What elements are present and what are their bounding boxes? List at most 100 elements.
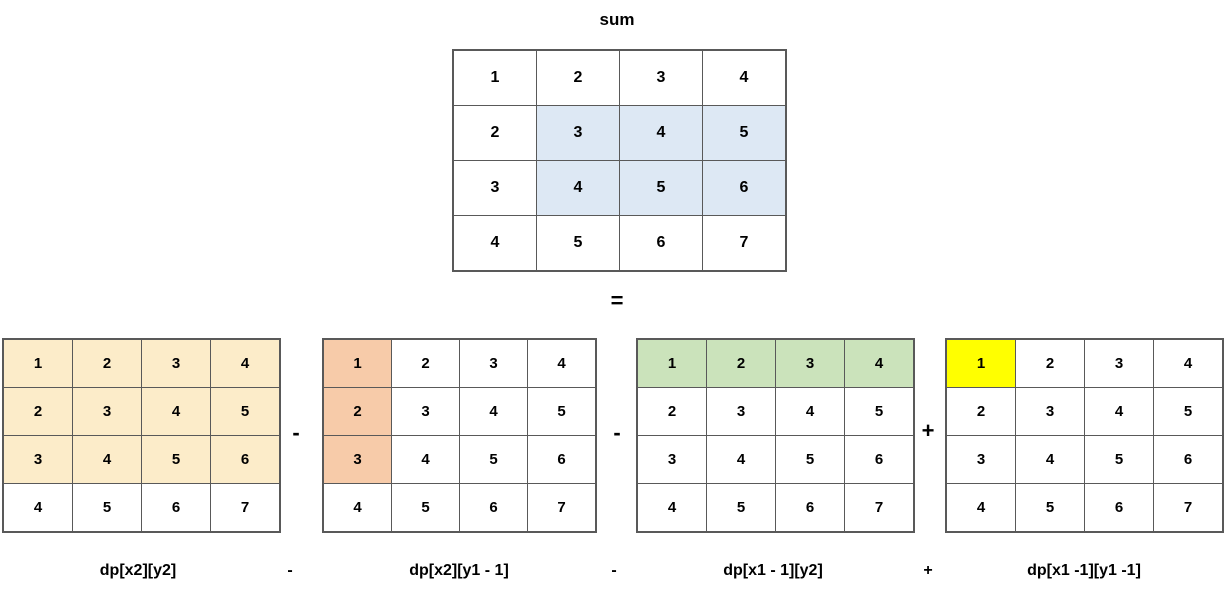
term-grid-3-cell-r3-c4: 6 — [1153, 435, 1224, 484]
term-grid-2-cell-r2-c3: 4 — [775, 387, 845, 436]
term-grid-3-cell-r1-c2: 2 — [1015, 338, 1085, 388]
term-grid-3-cell-r1-c4: 4 — [1153, 338, 1224, 388]
caption-plus-operator-1: + — [923, 562, 933, 579]
term-grid-3-cell-r3-c2: 4 — [1015, 435, 1085, 484]
sum-grid-cell-r1-c1: 1 — [452, 49, 537, 106]
caption-dp-x1-minus-1-y1-minus-1: dp[x1 -1][y1 -1] — [1027, 562, 1141, 579]
term-grid-2-cell-r4-c4: 7 — [844, 483, 915, 533]
term-grid-2-cell-r2-c1: 2 — [636, 387, 707, 436]
term-grid-1-cell-r2-c2: 3 — [391, 387, 460, 436]
sum-grid-cell-r2-c1: 2 — [452, 105, 537, 161]
minus-operator-2: - — [613, 420, 621, 445]
plus-operator-1: + — [921, 418, 935, 443]
sum-grid-cell-r2-c4: 5 — [702, 105, 787, 161]
term-grid-1-cell-r4-c3: 6 — [459, 483, 528, 533]
term-grid-3-cell-r2-c2: 3 — [1015, 387, 1085, 436]
term-grid-1-cell-r3-c1: 3 — [322, 435, 392, 484]
caption-dp-x1-minus-1-y2: dp[x1 - 1][y2] — [723, 562, 823, 579]
sum-grid-cell-r1-c2: 2 — [536, 49, 620, 106]
sum-grid-cell-r4-c3: 6 — [619, 215, 703, 272]
caption-minus-operator-2: - — [611, 562, 617, 579]
term-grid-2-cell-r4-c3: 6 — [775, 483, 845, 533]
minus-operator-1: - — [292, 420, 300, 445]
term-grid-3-cell-r3-c3: 5 — [1084, 435, 1154, 484]
term-grid-3-cell-r1-c1: 1 — [945, 338, 1016, 388]
term-grid-0-cell-r4-c2: 5 — [72, 483, 142, 533]
caption-dp-x2-y2: dp[x2][y2] — [99, 562, 177, 579]
term-grid-0-cell-r3-c3: 5 — [141, 435, 211, 484]
term-grid-0-cell-r4-c1: 4 — [2, 483, 73, 533]
term-grid-0-cell-r4-c4: 7 — [210, 483, 281, 533]
term-grid-0-cell-r3-c2: 4 — [72, 435, 142, 484]
term-grid-1-cell-r3-c3: 5 — [459, 435, 528, 484]
term-grid-2-cell-r2-c2: 3 — [706, 387, 776, 436]
term-grid-2-cell-r1-c3: 3 — [775, 338, 845, 388]
term-grid-0-cell-r2-c1: 2 — [2, 387, 73, 436]
sum-grid-cell-r1-c4: 4 — [702, 49, 787, 106]
caption-minus-operator-1: - — [287, 562, 293, 579]
term-grid-3-cell-r2-c3: 4 — [1084, 387, 1154, 436]
page-title: sum — [599, 10, 635, 29]
term-grid-2-cell-r1-c2: 2 — [706, 338, 776, 388]
term-grid-2-cell-r2-c4: 5 — [844, 387, 915, 436]
sum-grid-cell-r1-c3: 3 — [619, 49, 703, 106]
term-grid-1-cell-r2-c1: 2 — [322, 387, 392, 436]
term-grid-0-cell-r3-c4: 6 — [210, 435, 281, 484]
term-grid-1-cell-r1-c4: 4 — [527, 338, 597, 388]
term-grid-3-cell-r4-c2: 5 — [1015, 483, 1085, 533]
term-grid-3-cell-r4-c1: 4 — [945, 483, 1016, 533]
term-grid-1-cell-r4-c1: 4 — [322, 483, 392, 533]
sum-grid-cell-r3-c1: 3 — [452, 160, 537, 216]
term-grid-0-cell-r1-c1: 1 — [2, 338, 73, 388]
term-grid-3-cell-r2-c1: 2 — [945, 387, 1016, 436]
term-grid-1-cell-r1-c1: 1 — [322, 338, 392, 388]
sum-grid-cell-r2-c3: 4 — [619, 105, 703, 161]
term-grid-0-cell-r4-c3: 6 — [141, 483, 211, 533]
term-grid-0-cell-r1-c3: 3 — [141, 338, 211, 388]
term-grid-1-cell-r2-c4: 5 — [527, 387, 597, 436]
term-grid-1-cell-r4-c4: 7 — [527, 483, 597, 533]
term-grid-3-cell-r2-c4: 5 — [1153, 387, 1224, 436]
term-grid-1-cell-r1-c3: 3 — [459, 338, 528, 388]
caption-dp-x2-y1-minus-1: dp[x2][y1 - 1] — [409, 562, 509, 579]
sum-grid-cell-r3-c3: 5 — [619, 160, 703, 216]
term-grid-0-cell-r1-c4: 4 — [210, 338, 281, 388]
term-grid-0-cell-r1-c2: 2 — [72, 338, 142, 388]
term-grid-1-cell-r4-c2: 5 — [391, 483, 460, 533]
term-grid-1-cell-r3-c2: 4 — [391, 435, 460, 484]
term-grid-1-cell-r3-c4: 6 — [527, 435, 597, 484]
term-grid-2-cell-r1-c1: 1 — [636, 338, 707, 388]
term-grid-2-cell-r3-c4: 6 — [844, 435, 915, 484]
term-grid-1-cell-r1-c2: 2 — [391, 338, 460, 388]
sum-grid-cell-r4-c2: 5 — [536, 215, 620, 272]
term-grid-2-cell-r1-c4: 4 — [844, 338, 915, 388]
term-grid-3-cell-r1-c3: 3 — [1084, 338, 1154, 388]
term-grid-3-cell-r4-c4: 7 — [1153, 483, 1224, 533]
term-grid-2-cell-r4-c1: 4 — [636, 483, 707, 533]
sum-grid-cell-r3-c4: 6 — [702, 160, 787, 216]
equals-operator: = — [610, 288, 624, 313]
term-grid-2-cell-r4-c2: 5 — [706, 483, 776, 533]
term-grid-2-cell-r3-c2: 4 — [706, 435, 776, 484]
